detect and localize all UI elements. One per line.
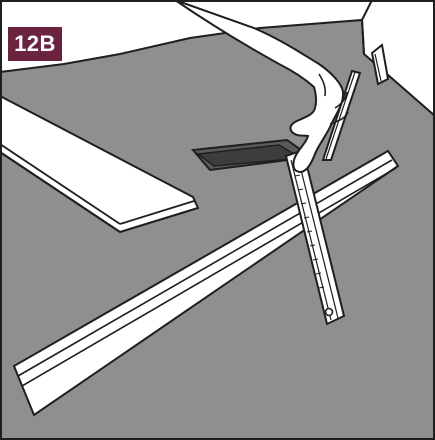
left-plank-line-4 (119, 207, 199, 233)
spacer-wedge-line (374, 53, 382, 82)
left-plank-line-3 (119, 200, 195, 225)
left-plank-line-1 (0, 143, 121, 225)
speed-square-blade-line-2 (297, 157, 339, 319)
main-plank-edge-1 (17, 159, 393, 377)
spacer-wedge-icon (370, 43, 390, 86)
hand-finger-line-2 (334, 91, 348, 109)
step-badge: 12B (6, 25, 64, 63)
step-label: 12B (14, 31, 56, 56)
hand-icon (174, 0, 345, 174)
wall-corner-line (361, 0, 373, 21)
wall-baseline (361, 19, 365, 55)
hand-finger-line-1 (329, 111, 349, 125)
hand-finger-line-3 (318, 73, 327, 97)
speed-square-ticks (294, 174, 325, 289)
speed-square-blade-line (290, 159, 332, 321)
speed-square-hole (324, 307, 334, 317)
main-plank-edge-2 (21, 167, 397, 387)
pencil-line (325, 71, 356, 160)
left-plank-line-2 (0, 151, 121, 233)
